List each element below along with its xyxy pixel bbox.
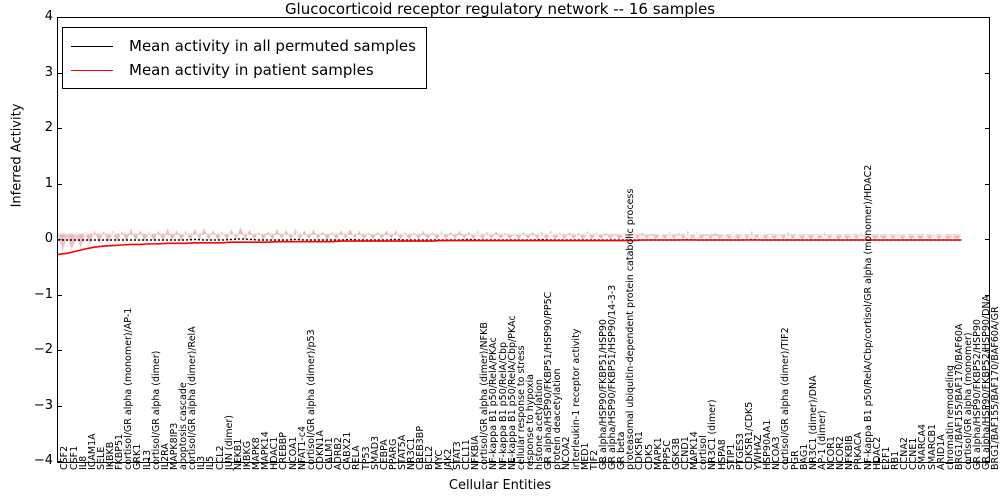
y-tick-label: 4	[44, 9, 53, 24]
y-tick-mark	[57, 128, 62, 130]
y-tick-label: −2	[33, 342, 53, 357]
y-tick-label: −1	[33, 286, 53, 302]
plot-area	[57, 17, 990, 463]
y-tick-mark	[985, 294, 990, 296]
chart-title: Glucocorticoid receptor regulatory netwo…	[284, 0, 716, 18]
y-tick-label: 3	[44, 64, 53, 80]
x-tick-mark	[513, 458, 515, 463]
y-tick-label: 0	[44, 231, 53, 246]
y-tick-label: 1	[44, 175, 53, 191]
y-tick-label: −4	[33, 453, 53, 468]
legend-entry-permuted: Mean activity in all permuted samples	[71, 34, 416, 58]
x-tick-mark	[969, 458, 971, 463]
x-tick-mark	[239, 458, 241, 463]
legend-swatch-patient	[71, 69, 113, 71]
legend-label-permuted: Mean activity in all permuted samples	[129, 37, 416, 55]
x-tick-mark	[878, 458, 880, 463]
x-tick-mark	[57, 458, 59, 463]
y-tick-mark	[57, 405, 62, 407]
x-tick-label: BRG1/BAF155/BAF170/BAF60A/GR	[990, 306, 1000, 470]
y-tick-mark	[57, 72, 62, 74]
legend-label-patient: Mean activity in patient samples	[129, 61, 374, 79]
y-tick-mark	[985, 239, 990, 241]
y-tick-mark	[985, 72, 990, 74]
y-tick-mark	[57, 350, 62, 352]
x-tick-mark	[148, 458, 150, 463]
x-tick-mark	[422, 458, 424, 463]
series-line-patient	[58, 239, 962, 256]
y-tick-mark	[985, 461, 990, 463]
x-tick-mark	[787, 458, 789, 463]
plot-canvas	[58, 227, 962, 256]
legend-swatch-permuted	[71, 45, 113, 47]
legend-entry-patient: Mean activity in patient samples	[71, 58, 416, 82]
y-tick-mark	[57, 294, 62, 296]
y-tick-mark	[57, 183, 62, 185]
x-tick-mark	[330, 458, 332, 463]
chart-legend: Mean activity in all permuted samples Me…	[62, 27, 427, 89]
x-tick-mark	[695, 458, 698, 463]
y-tick-label: 2	[44, 120, 53, 135]
y-tick-label: −3	[33, 397, 53, 413]
y-tick-mark	[57, 461, 62, 463]
x-tick-mark	[604, 458, 606, 463]
x-axis-label: Cellular Entities	[448, 478, 552, 493]
y-tick-mark	[985, 128, 990, 130]
y-tick-mark	[985, 183, 990, 185]
y-tick-mark	[985, 350, 990, 352]
y-tick-mark	[985, 405, 990, 407]
